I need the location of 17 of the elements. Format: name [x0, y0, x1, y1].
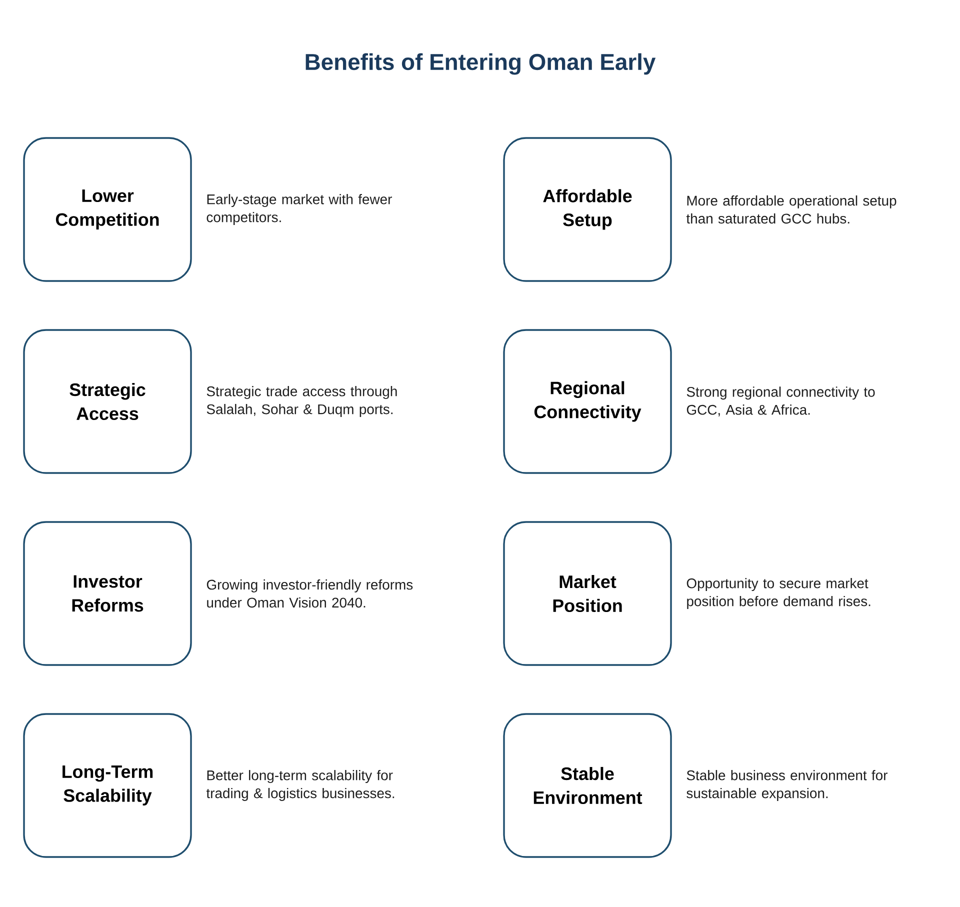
description-text: Early-stage market with fewer competitors. — [206, 194, 392, 225]
benefit-box: Lower Competition — [23, 137, 192, 282]
title: Benefits of Entering Oman Early — [306, 53, 656, 75]
description-text: More affordable operational setup than saturated GCC hubs. — [686, 195, 896, 224]
benefit-box: Market Position — [503, 521, 672, 666]
description-text: Better long-term scalability for trading & logistics businesses. — [206, 770, 394, 801]
description-text: Stable business environment for sustainable expansion. — [686, 770, 888, 801]
benefit-box: Strategic Access — [23, 329, 192, 474]
benefit-box: Long-Term Scalability — [23, 713, 192, 858]
benefit-box: Investor Reforms — [23, 521, 192, 666]
benefit-box: Affordable Setup — [503, 137, 672, 282]
description-text: Growing investor-friendly reforms under Oman Vision 2040. — [206, 579, 413, 608]
description-text: Strategic trade access through Salalah, Sohar & Duqm ports. — [206, 386, 397, 417]
description-text: Opportunity to secure market position before demand rises. — [686, 578, 870, 609]
benefit-box: Regional Connectivity — [503, 329, 672, 474]
description-text: Strong regional connectivity to GCC, Asia & Africa. — [686, 386, 875, 416]
benefit-box: Stable Environment — [503, 713, 672, 858]
